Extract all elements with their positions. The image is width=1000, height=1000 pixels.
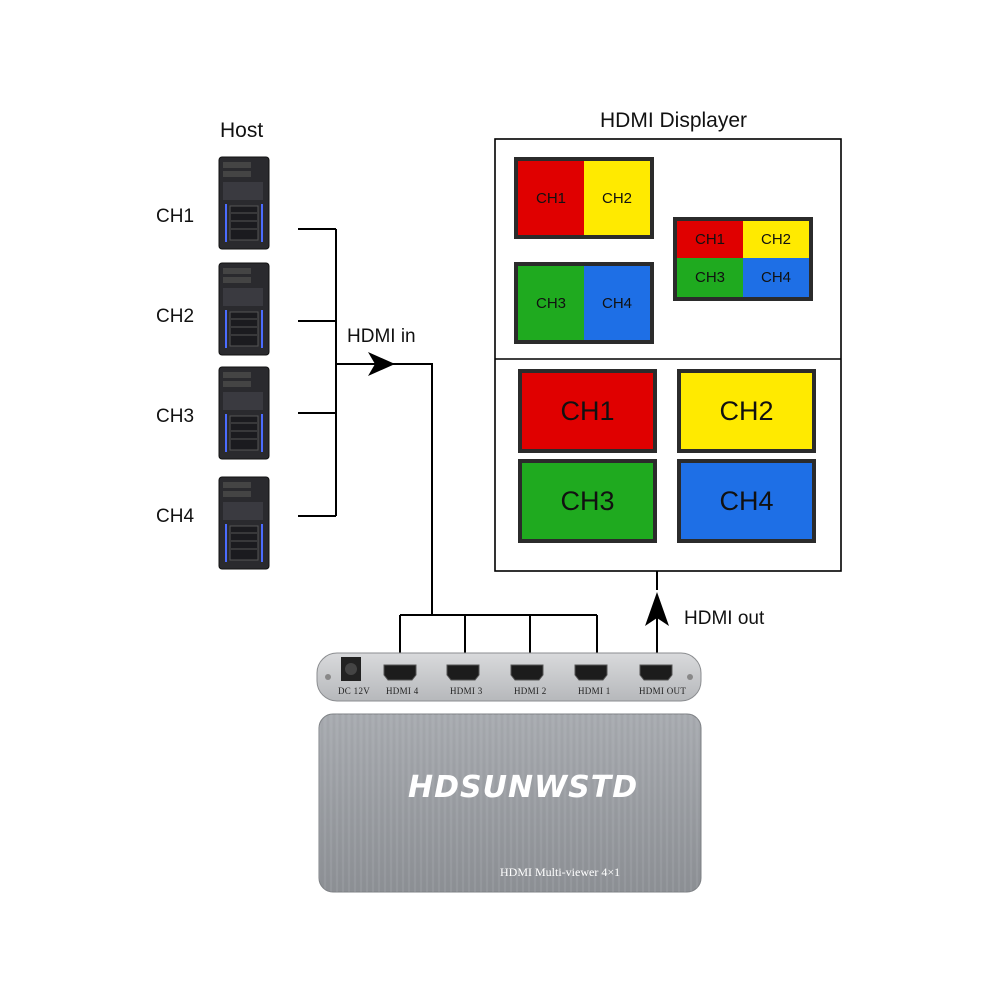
hdmi-out-port	[639, 664, 673, 681]
device-model: HDMI Multi-viewer 4×1	[500, 865, 621, 879]
host-pc-1	[218, 156, 270, 250]
hdmi-out-label-port: HDMI OUT	[639, 686, 687, 696]
hdmi-out-arrow	[645, 592, 669, 626]
full-ch2: CH2	[681, 373, 812, 449]
hdmi4-port	[383, 664, 417, 681]
displayer-title: HDMI Displayer	[600, 109, 748, 132]
host-title: Host	[220, 119, 264, 142]
split-ch2: CH2	[584, 161, 650, 235]
hdmi-out-label: HDMI out	[684, 608, 765, 629]
full-ch4-label: CH4	[719, 485, 774, 516]
full-ch1-label: CH1	[560, 395, 615, 426]
device-back-panel	[316, 652, 702, 702]
quad-ch4-label: CH4	[760, 269, 791, 286]
split-ch1: CH1	[518, 161, 584, 235]
hdmi-in-run	[380, 363, 433, 615]
displayer-frame	[494, 138, 842, 572]
split-ch1-label: CH1	[535, 189, 566, 207]
split-ch3-label: CH3	[535, 294, 566, 312]
hdmi3-label: HDMI 3	[450, 686, 483, 696]
full-ch2-label: CH2	[719, 395, 774, 426]
full-screen-ch3: CH3	[518, 459, 657, 543]
split-ch2-label: CH2	[601, 189, 632, 207]
host-ch3-label: CH3	[156, 406, 195, 427]
hdmi-in-arrow	[368, 352, 395, 376]
split-ch4: CH4	[584, 266, 650, 340]
full-screen-ch2: CH2	[677, 369, 816, 453]
hdmi3-port	[446, 664, 480, 681]
quad-ch3-label: CH3	[694, 269, 725, 286]
quad-screen: CH1 CH2 CH3 CH4	[673, 217, 813, 301]
split-ch4-label: CH4	[601, 294, 632, 312]
full-ch3-label: CH3	[560, 485, 615, 516]
host-ch2-label: CH2	[156, 306, 195, 327]
host-pc-3	[218, 366, 270, 460]
quad-ch2: CH2	[743, 221, 809, 258]
full-screen-ch1: CH1	[518, 369, 657, 453]
device-body	[318, 713, 702, 893]
split-screen-bottom: CH3 CH4	[514, 262, 654, 344]
quad-ch4: CH4	[743, 258, 809, 297]
hdmi2-port	[510, 664, 544, 681]
host-pc-2	[218, 262, 270, 356]
host-ch1-label: CH1	[156, 206, 195, 227]
split-ch3: CH3	[518, 266, 584, 340]
hdmi1-port	[574, 664, 608, 681]
quad-ch1: CH1	[677, 221, 743, 258]
host-ch4-label: CH4	[156, 506, 195, 527]
host-pc-4	[218, 476, 270, 570]
quad-ch1-label: CH1	[694, 231, 725, 248]
full-ch4: CH4	[681, 463, 812, 539]
split-screen-top: CH1 CH2	[514, 157, 654, 239]
full-ch1: CH1	[522, 373, 653, 449]
hdmi1-label: HDMI 1	[578, 686, 611, 696]
hdmi-in-label: HDMI in	[347, 326, 416, 347]
hdmi2-label: HDMI 2	[514, 686, 547, 696]
full-screen-ch4: CH4	[677, 459, 816, 543]
quad-ch2-label: CH2	[760, 231, 791, 248]
hdmi4-label: HDMI 4	[386, 686, 419, 696]
dc-12v-label: DC 12V	[338, 686, 371, 696]
full-ch3: CH3	[522, 463, 653, 539]
device-brand-logo: HDSUNWSTD	[408, 770, 639, 805]
quad-ch3: CH3	[677, 258, 743, 297]
